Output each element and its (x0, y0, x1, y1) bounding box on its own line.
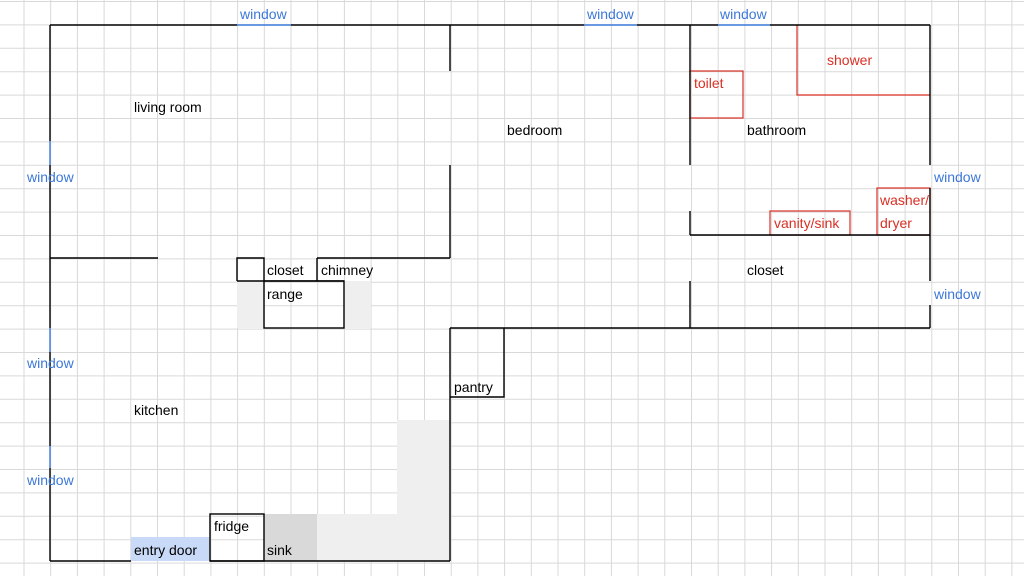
window-left-lower-label: window (27, 472, 74, 488)
dryer-label: dryer (880, 215, 912, 231)
walls (49, 24, 931, 562)
bathroom-label: bathroom (747, 122, 807, 138)
range-side-right (344, 281, 371, 328)
range-label: range (267, 286, 303, 302)
washer-label: washer/ (880, 192, 930, 208)
range-side-left (237, 281, 264, 328)
kitchen-counter-tall (397, 420, 450, 561)
shaded-areas (131, 281, 450, 561)
window-top-right-label: window (720, 6, 767, 22)
kitchen-label: kitchen (134, 402, 179, 418)
chimney-label: chimney (321, 262, 374, 278)
window-left-upper-label: window (27, 169, 74, 185)
vanity-sink-label: vanity/sink (774, 215, 840, 231)
kitchen-counter-low (317, 514, 397, 561)
living-room-label: living room (134, 99, 202, 115)
window-top-left-label: window (240, 6, 287, 22)
sink-label: sink (267, 542, 292, 558)
window-right-upper-label: window (934, 169, 981, 185)
pantry-outline (450, 328, 505, 398)
shower-outline (796, 25, 930, 96)
pantry-label: pantry (454, 379, 493, 395)
fridge-label: fridge (214, 518, 250, 534)
fridge-outline (209, 513, 265, 562)
closet-right-label: closet (747, 262, 784, 278)
window-right-lower-label: window (934, 286, 981, 302)
closet-left-label: closet (267, 262, 304, 278)
window-top-middle-label: window (587, 6, 634, 22)
toilet-label: toilet (694, 75, 724, 91)
window-left-middle-label: window (27, 355, 74, 371)
range-outline (263, 280, 345, 329)
entry-door-area (131, 537, 210, 561)
closet-left-outline (236, 257, 265, 281)
sink-area (264, 514, 317, 561)
entry-door-label: entry door (134, 542, 198, 558)
shower-label: shower (827, 52, 873, 68)
window-lines (49, 24, 770, 468)
bedroom-label: bedroom (507, 122, 563, 138)
